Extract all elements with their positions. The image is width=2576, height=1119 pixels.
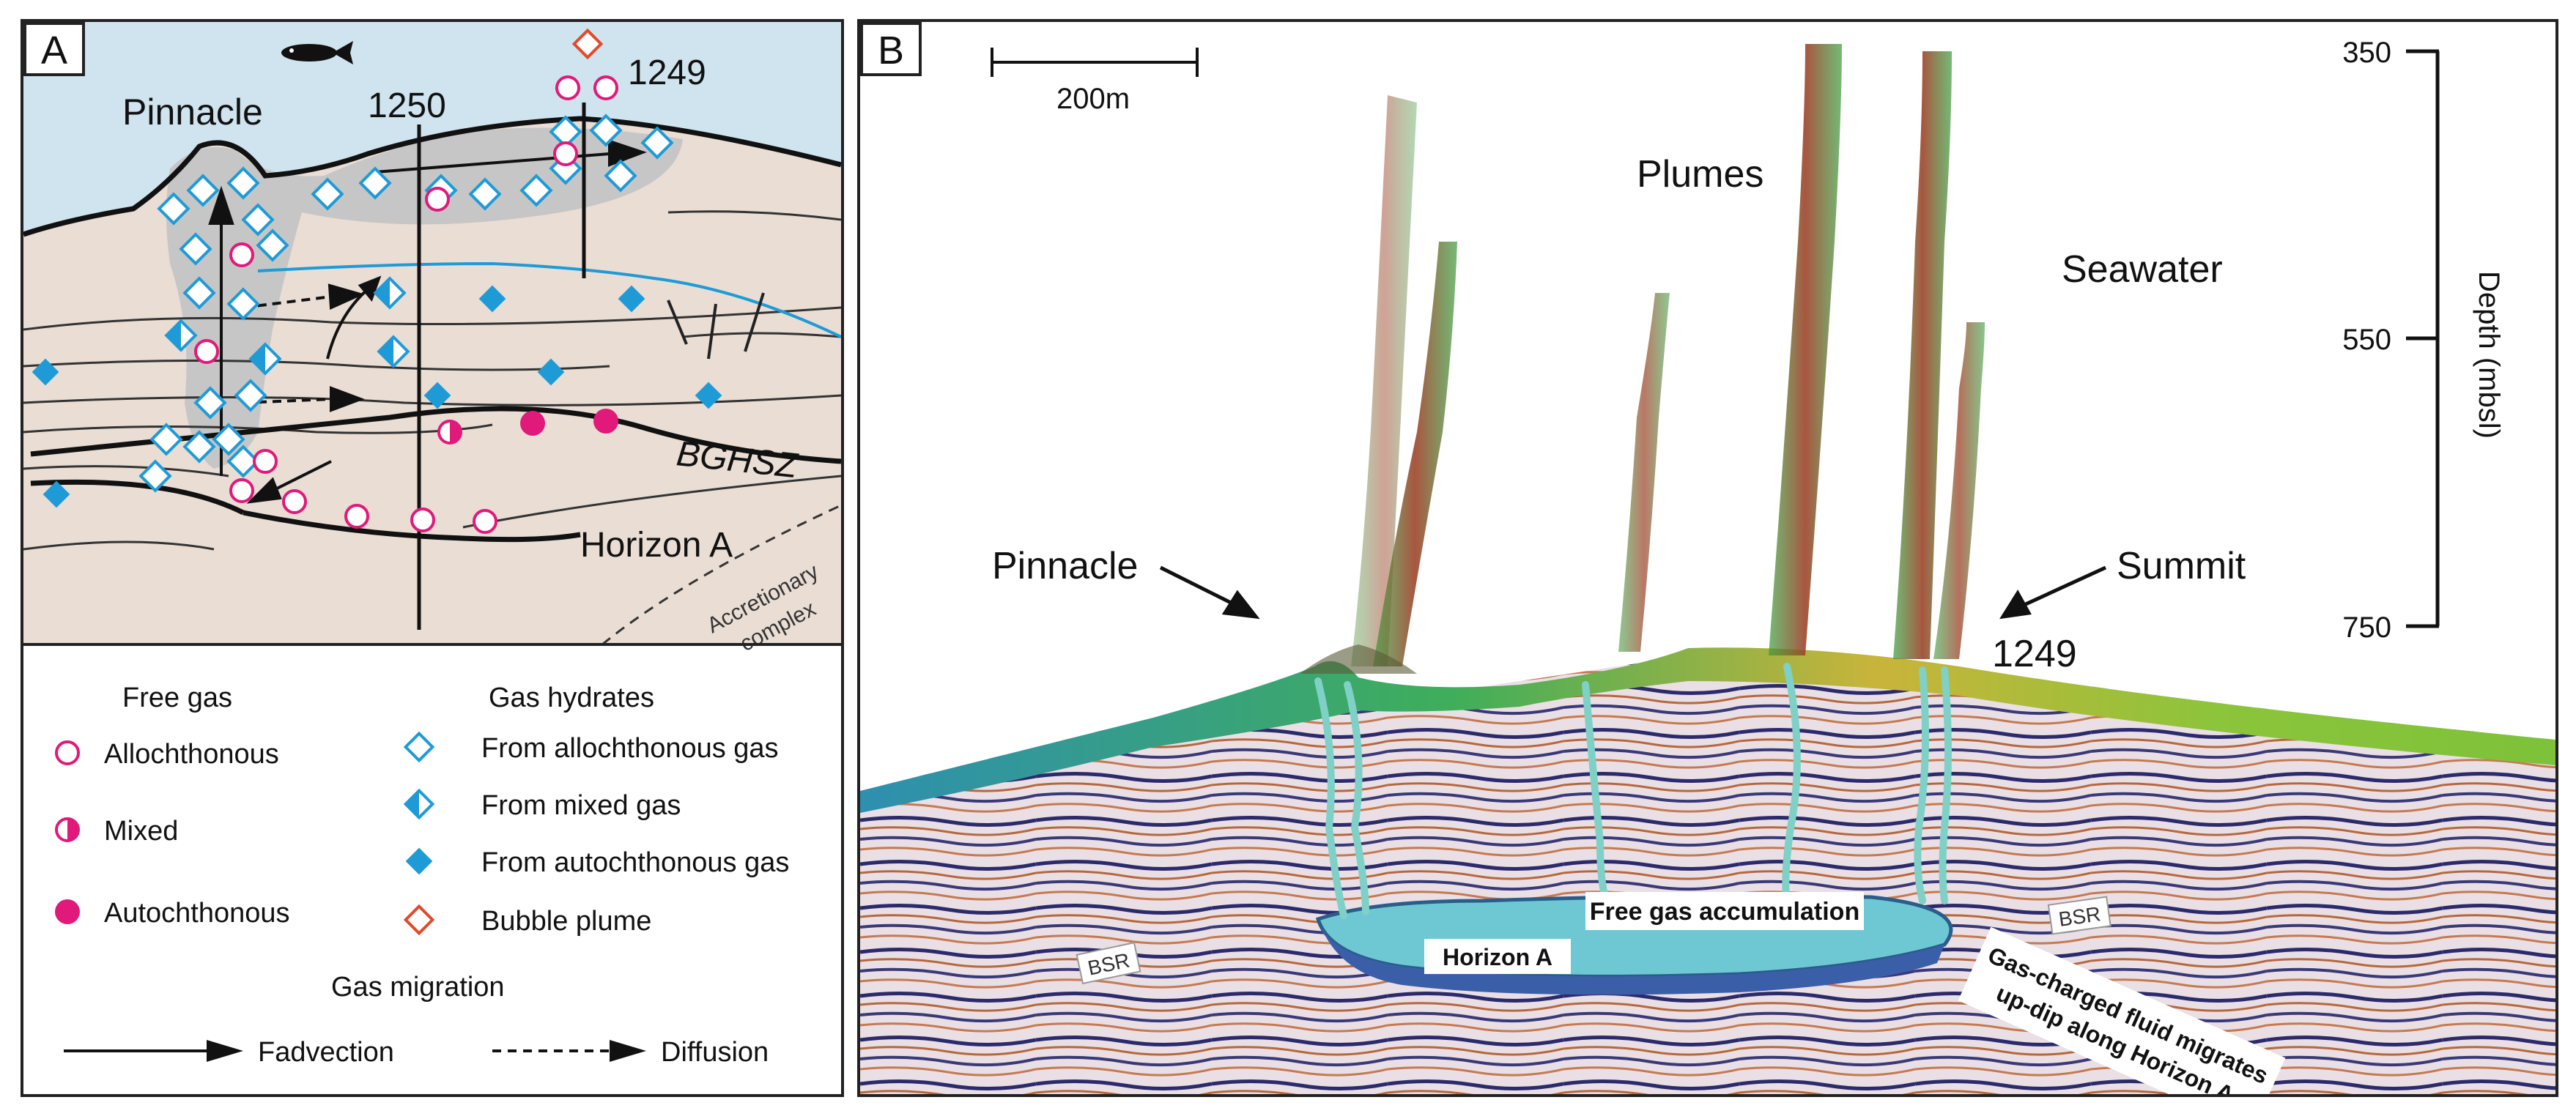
fish-icon [281,41,353,64]
depth-tick-750: 750 [2342,611,2391,644]
label-horizon-a-b: Horizon A [1443,944,1552,970]
panel-a: Pinnacle 1250 1249 BGHSZ Horizon A Accre… [21,19,844,1097]
legend-advection-arrowhead [207,1040,243,1062]
legend-diffusion: Diffusion [661,1037,769,1068]
free-gas-allochthonous-symbols [194,75,618,534]
legend-open-diamond [403,731,435,763]
label-seawater: Seawater [2062,248,2223,291]
seafloor-line [23,116,841,237]
scale-bar-label: 200m [1056,83,1130,115]
free-gas-autochthonous-symbols [520,409,618,436]
legend-allochthonous-circle [55,740,80,765]
legend-bubble-plume: Bubble plume [481,906,651,937]
legend-bubble-diamond [403,904,435,936]
bubble-plume-symbol [571,28,604,60]
pinnacle-mound [1300,644,1417,674]
depth-tick-550: 550 [2342,324,2391,356]
legend-migration-title: Gas migration [331,972,505,1003]
legend-advection: Fadvection [258,1037,394,1068]
legend-diffusion-arrowhead [610,1040,646,1062]
legend: Free gas Gas hydrates Allochthonous Mixe… [55,683,789,1068]
box-bsr-right: BSR [2047,896,2111,935]
label-plumes: Plumes [1637,153,1763,196]
plumes [1300,44,1985,674]
legend-free-gas-mixed: Mixed [104,816,178,847]
diffusion-arrows [243,283,365,412]
panel-b: 200m 350 550 750 Depth (mbsl) Plumes Sea… [857,19,2558,1097]
fault-lines [667,292,765,360]
label-horizon-a: Horizon A [580,526,733,565]
hydrate-autochthonous-symbols [32,285,722,508]
legend-autochthonous-circle [55,899,80,924]
depth-tick-350: 350 [2342,37,2391,69]
fluid-conduits [1314,663,1952,919]
label-pinnacle-b: Pinnacle [992,545,1138,587]
plume-2 [1373,242,1457,666]
box-bsr-left: BSR [1076,942,1141,985]
hydrate-zone [166,127,683,469]
legend-half-diamond [403,788,435,820]
panel-b-letter: B [860,22,922,76]
plume-3 [1618,293,1670,652]
plume-6 [1933,322,1985,659]
hydrate-mixed-symbols [164,276,410,376]
legend-free-gas-allochthonous: Allochthonous [104,739,279,770]
legend-gas-hydrates-title: Gas hydrates [489,683,654,713]
legend-mixed-circle [55,817,80,842]
panel-a-letter: A [23,22,85,76]
label-summit: Summit [2117,545,2246,587]
legend-free-gas-title: Free gas [122,683,232,713]
legend-free-gas-autochthonous: Autochthonous [104,898,290,929]
box-free-gas: Free gas accumulation [1585,892,1864,930]
label-site-1249-b: 1249 [1992,633,2077,675]
label-site-1250: 1250 [368,86,446,125]
legend-hydrate-allochthonous: From allochthonous gas [481,733,779,764]
panel-a-diagram: Pinnacle 1250 1249 BGHSZ Horizon A Accre… [23,22,841,1068]
panel-b-diagram: 200m 350 550 750 Depth (mbsl) Plumes Sea… [860,37,2555,1094]
hydrate-layer-line [257,261,841,338]
horizon-a-line [243,510,581,543]
seismic-section [860,656,2555,1094]
label-site-1249: 1249 [628,53,706,92]
legend-hydrate-mixed: From mixed gas [481,790,681,821]
legend-filled-diamond [405,847,433,875]
legend-hydrate-autochthonous: From autochthonous gas [481,847,789,878]
scale-bar [991,48,1199,77]
depth-axis [2406,49,2440,628]
plume-4 [1769,44,1842,655]
pointer-arrows [1159,565,2107,620]
plume-5 [1893,51,1952,659]
label-pinnacle: Pinnacle [122,92,263,133]
depth-axis-title: Depth (mbsl) [2473,271,2505,439]
box-horizon-a: Horizon A [1424,939,1571,974]
label-free-gas-accumulation: Free gas accumulation [1590,898,1859,926]
horizon-a-body [1318,919,1944,995]
free-gas-mixed-symbols [437,420,462,445]
plume-1 [1351,95,1417,666]
seafloor-surface [860,647,2555,813]
accretionary-boundary [602,504,841,646]
